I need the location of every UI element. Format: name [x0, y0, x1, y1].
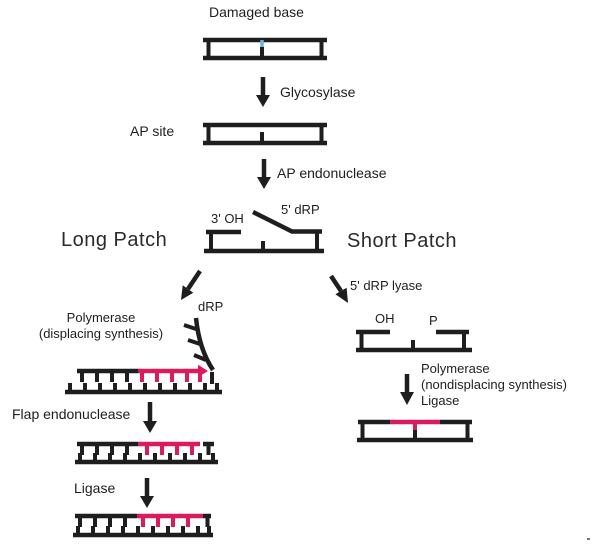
short-patch-polymerase-arrow [400, 374, 414, 405]
flap-endonuclease-label: Flap endonuclease [12, 406, 131, 422]
polymerase-nondisplacing-label: Polymerase (nondisplacing synthesis) Lig… [421, 361, 567, 409]
five-prime-drp-label: 5' dRP [281, 202, 320, 217]
polymerase-displacing-line1: Polymerase [66, 310, 136, 325]
damaged-base-dna [203, 37, 327, 61]
drp-flap-strand [193, 317, 215, 372]
damaged-base-label: Damaged base [209, 4, 304, 20]
ap-site-label: AP site [130, 123, 175, 139]
short-patch-branch-arrow [329, 274, 348, 303]
ligase-label: Ligase [74, 480, 116, 496]
drp-flap-label: dRP [198, 299, 224, 314]
displacing-synthesis-dna [65, 317, 222, 395]
drp-diagonal [251, 209, 294, 234]
glycosylase-label: Glycosylase [280, 84, 356, 100]
short-patch-heading: Short Patch [347, 230, 458, 252]
flap-endonuclease-arrow [143, 402, 157, 433]
polymerase-nondisplacing-line3: Ligase [421, 393, 460, 408]
polymerase-displacing-label: Polymerase (displacing synthesis) [24, 310, 178, 342]
polymerase-displacing-line2: (displacing synthesis) [38, 326, 164, 341]
long-patch-product-dna [73, 513, 213, 538]
ap-site-dna [203, 122, 327, 146]
p-label: P [429, 313, 438, 328]
polymerase-nondisplacing-line2: (nondisplacing synthesis) [421, 377, 567, 392]
long-patch-branch-arrow [181, 269, 202, 300]
nicked-dna [204, 209, 324, 254]
glycosylase-arrow [256, 77, 270, 107]
polymerase-nondisplacing-line1: Polymerase [421, 361, 490, 376]
five-prime-drp-lyase-label: 5' dRP lyase [350, 278, 423, 293]
gapped-dna-short-patch [356, 329, 472, 353]
ligase-arrow [140, 478, 154, 508]
short-patch-product-dna [357, 419, 473, 443]
oh-label: OH [375, 311, 395, 326]
flap-removed-dna [75, 441, 218, 465]
artifact-dot [587, 538, 590, 540]
three-prime-oh-label: 3' OH [211, 211, 244, 226]
ap-endonuclease-arrow [257, 159, 271, 189]
ap-endonuclease-label: AP endonuclease [277, 165, 387, 181]
long-patch-heading: Long Patch [61, 229, 168, 251]
